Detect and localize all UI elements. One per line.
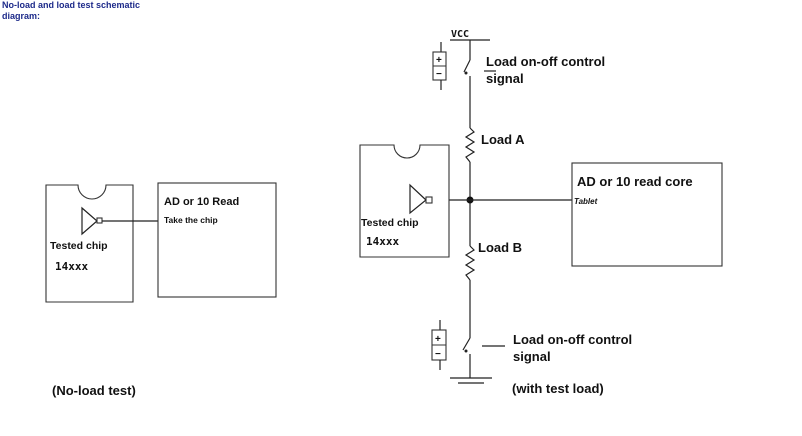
bottom-switch-label-2: signal [513,349,551,364]
load-b-resistor [464,245,476,281]
bottom-switch-label-1: Load on-off control [513,332,632,347]
top-switch-contact [464,71,468,75]
load-b-label: Load B [478,240,522,255]
top-switch-label-2: signal [486,71,524,86]
right-ad-subtitle: Tablet [574,197,598,206]
left-ad-title: AD or 10 Read [164,196,239,208]
with-load-caption: (with test load) [512,381,604,396]
right-ad-title: AD or 10 read core [577,174,693,189]
right-chip-code: 14xxx [366,235,399,248]
top-source-plus: + [436,55,442,66]
top-switch-blade [463,59,471,73]
top-source-minus: − [436,69,442,80]
bottom-switch-blade [462,337,471,351]
right-chip-label: Tested chip [361,217,419,229]
diagram-header: No-load and load test schematic diagram: [2,0,140,22]
header-line-2: diagram: [2,11,41,21]
no-load-caption: (No-load test) [52,383,136,398]
top-switch-label-1: Load on-off control [486,54,605,69]
left-chip-package [45,184,134,303]
left-buffer-symbol [81,206,98,236]
right-chip-package [359,144,450,258]
load-a-resistor [464,127,476,163]
no-load-test-circuit: AD or 10 Read Take the chip Tested chip … [45,182,277,398]
header-line-1: No-load and load test schematic [2,0,141,10]
right-buffer-symbol [409,183,427,215]
left-ad-box [157,182,277,298]
right-ad-box [571,162,723,267]
left-chip-label: Tested chip [50,240,108,252]
left-output-pin [96,217,103,224]
bottom-switch-contact [464,349,468,353]
load-test-circuit: VCC + − Load on-off control signal Load … [359,29,723,396]
load-a-label: Load A [481,132,525,147]
bottom-source-minus: − [435,349,441,360]
right-output-pin [425,196,433,204]
bottom-source-plus: + [435,334,441,345]
left-ad-subtitle: Take the chip [164,215,218,225]
left-chip-code: 14xxx [55,260,88,273]
vcc-label: VCC [451,29,469,40]
